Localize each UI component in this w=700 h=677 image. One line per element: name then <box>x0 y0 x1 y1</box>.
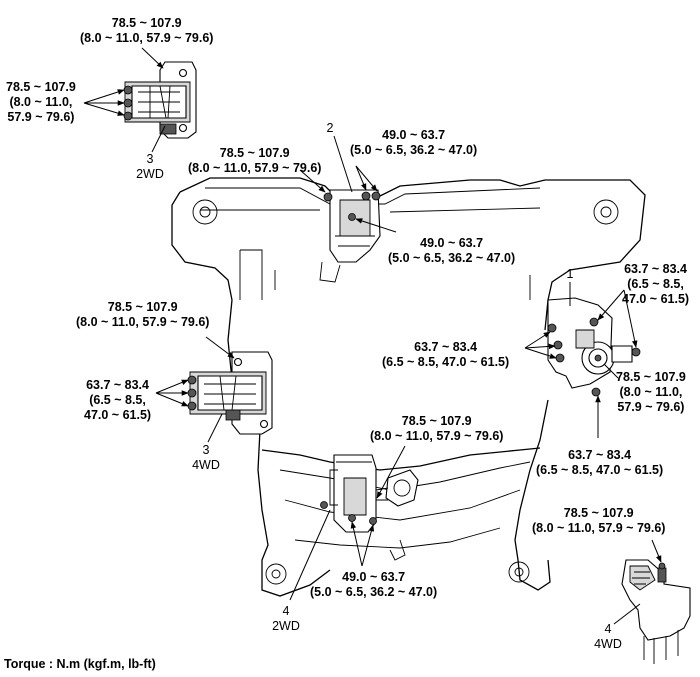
torque-value: 78.5 ~ 107.9 <box>107 300 178 314</box>
torque-conversion: (5.0 ~ 6.5, 36.2 ~ 47.0) <box>350 143 478 157</box>
mount-3-4wd <box>187 351 273 435</box>
torque-callout-9: 63.7 ~ 83.4 (6.5 ~ 8.5, 47.0 ~ 61.5) <box>84 378 151 423</box>
part-label-1: 1 <box>562 267 578 282</box>
drive-type: 2WD <box>272 619 300 633</box>
torque-conversion: (8.0 ~ 11.0, 57.9 ~ 79.6) <box>370 429 504 443</box>
torque-conversion: (6.5 ~ 8.5, <box>627 277 684 291</box>
torque-conversion: 47.0 ~ 61.5) <box>622 292 690 306</box>
torque-callout-12: 78.5 ~ 107.9 (8.0 ~ 11.0, 57.9 ~ 79.6) <box>370 414 503 444</box>
torque-conversion: (6.5 ~ 8.5, 47.0 ~ 61.5) <box>536 463 664 477</box>
torque-conversion: (5.0 ~ 6.5, 36.2 ~ 47.0) <box>388 251 516 265</box>
part-label-4-4wd: 4 4WD <box>588 622 628 652</box>
torque-callout-11: 63.7 ~ 83.4 (6.5 ~ 8.5, 47.0 ~ 61.5) <box>536 448 663 478</box>
drive-type: 4WD <box>594 637 622 651</box>
torque-callout-1: 78.5 ~ 107.9 (8.0 ~ 11.0, 57.9 ~ 79.6) <box>80 16 213 46</box>
leader-lines <box>83 47 662 625</box>
torque-conversion: (8.0 ~ 11.0, 57.9 ~ 79.6) <box>76 315 210 329</box>
torque-conversion: (6.5 ~ 8.5, <box>89 393 146 407</box>
part-number: 2 <box>326 121 334 135</box>
part-label-4-2wd: 4 2WD <box>266 604 306 634</box>
part-label-2: 2 <box>322 121 338 136</box>
torque-value: 63.7 ~ 83.4 <box>624 262 687 276</box>
torque-conversion: (8.0 ~ 11.0, <box>9 95 73 109</box>
torque-conversion: 57.9 ~ 79.6) <box>617 400 685 414</box>
part-number: 3 <box>202 443 210 457</box>
torque-callout-7: 78.5 ~ 107.9 (8.0 ~ 11.0, 57.9 ~ 79.6) <box>76 300 209 330</box>
torque-value: 49.0 ~ 63.7 <box>420 236 484 250</box>
torque-callout-8: 63.7 ~ 83.4 (6.5 ~ 8.5, 47.0 ~ 61.5) <box>382 340 509 370</box>
part-number: 1 <box>566 267 574 281</box>
torque-value: 78.5 ~ 107.9 <box>219 146 290 160</box>
torque-value: 63.7 ~ 83.4 <box>86 378 149 392</box>
torque-conversion: (8.0 ~ 11.0, 57.9 ~ 79.6) <box>80 31 214 45</box>
part-number: 4 <box>604 622 612 636</box>
torque-callout-13: 49.0 ~ 63.7 (5.0 ~ 6.5, 36.2 ~ 47.0) <box>310 570 437 600</box>
part-label-3-4wd: 3 4WD <box>186 443 226 473</box>
torque-callout-3: 78.5 ~ 107.9 (8.0 ~ 11.0, 57.9 ~ 79.6) <box>188 146 321 176</box>
torque-conversion: 57.9 ~ 79.6) <box>7 110 75 124</box>
torque-conversion: (8.0 ~ 11.0, <box>619 385 683 399</box>
mount-3-2wd <box>123 61 197 139</box>
torque-callout-5: 49.0 ~ 63.7 (5.0 ~ 6.5, 36.2 ~ 47.0) <box>388 236 515 266</box>
torque-value: 78.5 ~ 107.9 <box>563 506 634 520</box>
torque-callout-14: 78.5 ~ 107.9 (8.0 ~ 11.0, 57.9 ~ 79.6) <box>532 506 665 536</box>
torque-value: 78.5 ~ 107.9 <box>401 414 472 428</box>
torque-value: 49.0 ~ 63.7 <box>382 128 446 142</box>
torque-value: 78.5 ~ 107.9 <box>616 370 686 384</box>
drive-type: 4WD <box>192 458 220 472</box>
torque-conversion: (5.0 ~ 6.5, 36.2 ~ 47.0) <box>310 585 438 599</box>
torque-value: 78.5 ~ 107.9 <box>6 80 76 94</box>
mount-4-4wd <box>621 559 691 664</box>
torque-callout-4: 49.0 ~ 63.7 (5.0 ~ 6.5, 36.2 ~ 47.0) <box>350 128 477 158</box>
part-label-3-2wd: 3 2WD <box>130 152 170 182</box>
torque-conversion: (8.0 ~ 11.0, 57.9 ~ 79.6) <box>188 161 322 175</box>
torque-conversion: (8.0 ~ 11.0, 57.9 ~ 79.6) <box>532 521 666 535</box>
mount-2 <box>319 189 381 283</box>
torque-unit-note: Torque : N.m (kgf.m, lb-ft) <box>4 657 156 671</box>
torque-value: 78.5 ~ 107.9 <box>111 16 182 30</box>
subframe <box>171 177 646 597</box>
torque-value: 49.0 ~ 63.7 <box>342 570 406 584</box>
torque-conversion: 47.0 ~ 61.5) <box>84 408 152 422</box>
torque-callout-2: 78.5 ~ 107.9 (8.0 ~ 11.0, 57.9 ~ 79.6) <box>6 80 76 125</box>
torque-value: 63.7 ~ 83.4 <box>568 448 632 462</box>
torque-conversion: (6.5 ~ 8.5, 47.0 ~ 61.5) <box>382 355 510 369</box>
torque-value: 63.7 ~ 83.4 <box>414 340 478 354</box>
part-number: 3 <box>146 152 154 166</box>
mount-4-2wd <box>320 454 419 533</box>
part-number: 4 <box>282 604 290 618</box>
torque-callout-6: 63.7 ~ 83.4 (6.5 ~ 8.5, 47.0 ~ 61.5) <box>622 262 689 307</box>
drive-type: 2WD <box>136 167 164 181</box>
torque-callout-10: 78.5 ~ 107.9 (8.0 ~ 11.0, 57.9 ~ 79.6) <box>616 370 686 415</box>
